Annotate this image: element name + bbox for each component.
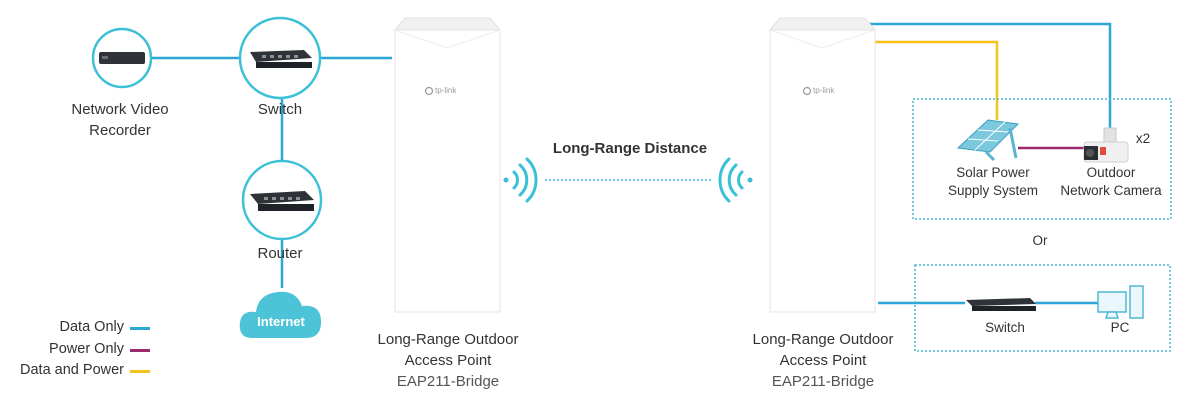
solar-label: Solar Power Supply System xyxy=(937,164,1049,200)
pc-label: PC xyxy=(1110,320,1130,335)
ap-right-device xyxy=(768,17,877,313)
link-ap-solar xyxy=(870,40,999,120)
router-label: Router xyxy=(257,245,303,262)
ap-right-label-line2: Access Point xyxy=(779,352,867,369)
internet-cloud-icon xyxy=(239,291,322,338)
nvr-label-line1: Network Video xyxy=(71,101,169,118)
ap-left-label: Long-Range Outdoor Access Point EAP211-B… xyxy=(358,329,538,392)
option-b-box xyxy=(914,264,1171,352)
ap-left-logo: tp-link xyxy=(435,86,457,95)
ap-left-device xyxy=(393,17,502,313)
link-distance-label: Long-Range Distance xyxy=(552,140,708,157)
legend-label-power: Power Only xyxy=(49,341,124,357)
legend-item-data-power: Data and Power xyxy=(0,360,170,381)
nvr-label: Network Video Recorder xyxy=(60,99,180,141)
ap-right-model: EAP211-Bridge xyxy=(771,373,875,390)
ap-right-logo: tp-link xyxy=(813,86,835,95)
data-lines xyxy=(150,22,1112,305)
camera-icon xyxy=(1083,127,1129,163)
camera-label: Outdoor Network Camera xyxy=(1053,164,1169,200)
option-a-box xyxy=(912,98,1172,220)
legend-label-data: Data Only xyxy=(59,319,124,335)
legend-label-data-power: Data and Power xyxy=(20,362,124,378)
nvr-label-line2: Recorder xyxy=(89,122,151,139)
ap-right-label-line1: Long-Range Outdoor xyxy=(752,331,894,348)
option-switch-icon xyxy=(966,298,1036,311)
switch-label: Switch xyxy=(257,101,303,118)
ap-left-label-line1: Long-Range Outdoor xyxy=(377,331,519,348)
legend-item-data: Data Only xyxy=(0,317,170,338)
legend-swatch-power xyxy=(130,349,150,352)
signal-left-icon xyxy=(503,157,538,203)
camera-label-line1: Outdoor xyxy=(1086,165,1136,180)
legend-swatch-data-power xyxy=(130,370,150,373)
ap-right-label: Long-Range Outdoor Access Point EAP211-B… xyxy=(733,329,913,392)
pc-icon xyxy=(1097,285,1144,319)
camera-label-line2: Network Camera xyxy=(1060,183,1162,198)
legend-swatch-data xyxy=(130,327,150,330)
nvr-icon xyxy=(91,27,153,89)
option-switch-label: Switch xyxy=(985,320,1025,335)
solar-label-line2: Supply System xyxy=(947,183,1039,198)
legend-item-power: Power Only xyxy=(0,339,170,360)
switch-icon xyxy=(238,16,322,100)
signal-right-icon xyxy=(718,157,753,203)
solar-panel-icon xyxy=(956,119,1020,162)
ap-left-label-line2: Access Point xyxy=(404,352,492,369)
camera-count-badge: x2 xyxy=(1135,131,1151,146)
internet-label: Internet xyxy=(257,314,305,329)
router-icon xyxy=(241,159,323,241)
ap-left-model: EAP211-Bridge xyxy=(396,373,500,390)
solar-label-line1: Solar Power xyxy=(956,165,1030,180)
or-label: Or xyxy=(1032,233,1048,248)
link-ap-camera xyxy=(862,22,1112,133)
